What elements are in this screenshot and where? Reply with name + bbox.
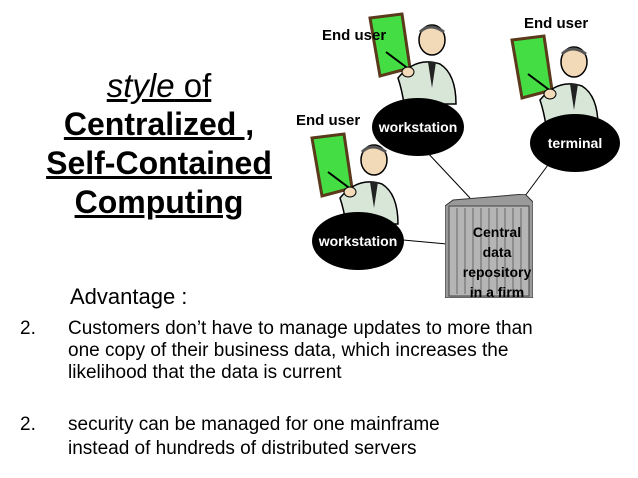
terminal-node: terminal	[530, 114, 620, 172]
central-line-2: data	[482, 244, 512, 260]
title-of-word: of	[174, 67, 212, 104]
title-line-centralized: Centralized ,	[63, 106, 255, 142]
advantage-item: 2. Customers don’t have to manage update…	[20, 318, 620, 384]
central-repository-label: Central data repository in a firm	[452, 222, 542, 302]
workstation-node-bottom: workstation	[312, 212, 404, 270]
title-line-computing: Computing	[74, 184, 244, 220]
connector-workstation-top	[424, 149, 471, 199]
item-number: 2.	[20, 318, 36, 339]
end-user-label-right: End user	[524, 15, 589, 32]
central-line-3: repository	[462, 264, 532, 280]
item-line: one copy of their business data, which i…	[68, 340, 509, 361]
end-user-figure-right	[510, 34, 600, 128]
title-line-self-contained: Self-Contained	[46, 145, 272, 181]
connector-terminal	[524, 164, 549, 197]
connector-workstation-bottom	[402, 239, 448, 245]
end-user-label-top: End user	[322, 27, 387, 44]
item-line: Customers don’t have to manage updates t…	[68, 318, 533, 339]
advantage-heading: Advantage :	[70, 284, 188, 309]
item-line: instead of hundreds of distributed serve…	[68, 438, 417, 459]
central-line-1: Central	[472, 224, 522, 240]
item-line: likelihood that the data is current	[68, 362, 342, 383]
title-style-word: style	[106, 67, 175, 104]
item-line: security can be managed for one mainfram…	[68, 414, 440, 435]
advantage-item: 2. security can be managed for one mainf…	[20, 413, 620, 461]
end-user-label-left: End user	[296, 112, 361, 129]
mainframe-icon	[445, 194, 533, 298]
workstation-node-top: workstation	[372, 98, 464, 156]
slide-title: style of Centralized , Self-Contained Co…	[18, 66, 300, 222]
central-line-4: in a firm	[469, 284, 525, 300]
item-number: 2.	[20, 414, 36, 435]
